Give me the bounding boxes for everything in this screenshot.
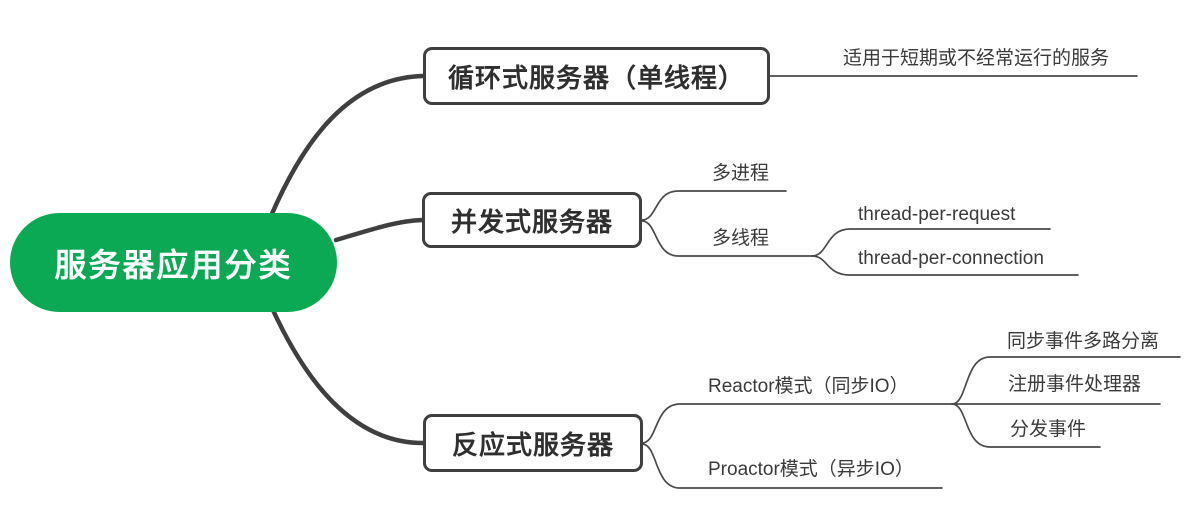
leaf-thread-per-connection[interactable]: thread-per-connection: [858, 248, 1044, 269]
connector-root-to-concurrent: [333, 217, 425, 243]
root-topic[interactable]: 服务器应用分类: [10, 213, 337, 312]
leaf-register-event-handler[interactable]: 注册事件处理器: [1008, 374, 1142, 395]
leaf-multi-thread[interactable]: 多线程: [712, 228, 770, 249]
connector-reactor-to-demux: [951, 356, 1181, 405]
leaf-multi-process[interactable]: 多进程: [712, 163, 770, 184]
topic-concurrent-server[interactable]: 并发式服务器: [422, 192, 642, 248]
leaf-sync-event-demultiplex[interactable]: 同步事件多路分离: [1007, 331, 1160, 352]
leaf-proactor-pattern[interactable]: Proactor模式（异步IO）: [708, 459, 914, 480]
connector-multithread-to-thread-per-request: [811, 228, 1051, 257]
connector-root-to-iterative: [268, 73, 426, 219]
leaf-thread-per-request[interactable]: thread-per-request: [858, 204, 1016, 225]
connector-multithread-to-thread-per-connection: [811, 255, 1079, 276]
leaf-short-running-service[interactable]: 适用于短期或不经常运行的服务: [843, 48, 1110, 69]
connector-root-to-reactive: [269, 305, 426, 446]
connector-reactive-to-proactor: [641, 443, 943, 489]
topic-reactive-server[interactable]: 反应式服务器: [423, 414, 643, 472]
topic-iterative-server[interactable]: 循环式服务器（单线程）: [423, 47, 770, 105]
leaf-reactor-pattern[interactable]: Reactor模式（同步IO）: [708, 376, 909, 397]
connector-concurrent-to-multiprocess: [641, 190, 787, 221]
connector-reactor-to-dispatch: [951, 403, 1101, 448]
leaf-dispatch-event[interactable]: 分发事件: [1010, 419, 1087, 440]
connector-reactive-to-reactor: [641, 403, 953, 444]
connector-concurrent-to-multithread: [641, 220, 813, 257]
